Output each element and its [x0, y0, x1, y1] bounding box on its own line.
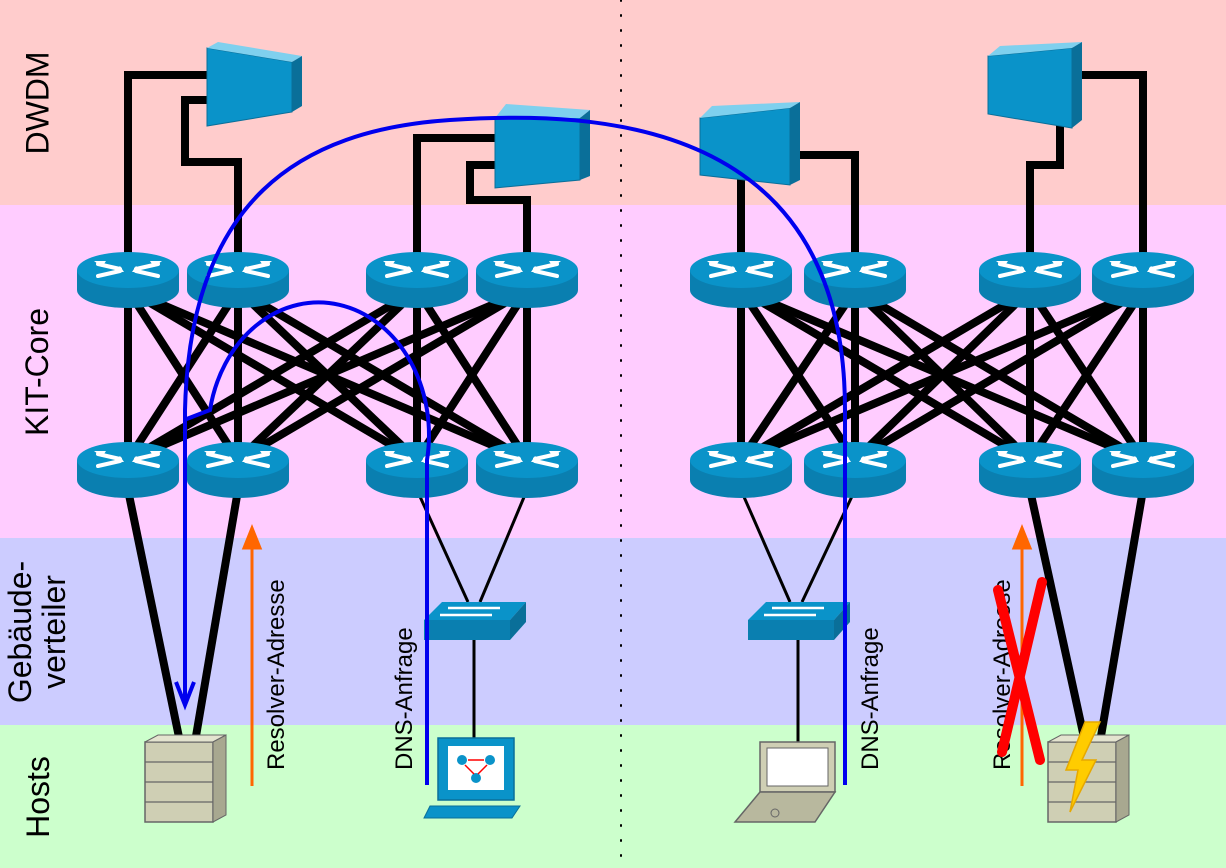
core-router-11 [364, 440, 470, 500]
dwdm-mux-4 [987, 42, 1082, 129]
resolver-arrows [241, 523, 1033, 786]
server-left [144, 734, 227, 823]
dns-request-right-label: DNS-Anfrage [857, 627, 884, 770]
core-router-13 [688, 440, 794, 500]
core-router-5 [688, 250, 794, 310]
failure-cross [993, 577, 1047, 765]
building-switch-left [424, 602, 526, 640]
core-router-8 [1090, 250, 1196, 310]
server-uplinks [124, 489, 1147, 743]
laptop [733, 741, 837, 823]
core-router-4 [474, 250, 580, 310]
dwdm-mux-3 [699, 102, 800, 186]
core-router-14 [802, 440, 908, 500]
core-router-9 [75, 440, 181, 500]
core-router-7 [977, 250, 1083, 310]
core-mesh-right [737, 286, 1147, 464]
building-switch-right [748, 602, 850, 640]
core-router-10 [185, 440, 291, 500]
core-router-16 [1090, 440, 1196, 500]
lightning-icon [1064, 721, 1102, 813]
dns-request-left-label: DNS-Anfrage [391, 627, 418, 770]
core-router-6 [802, 250, 908, 310]
dwdm-uplinks [124, 71, 1147, 262]
core-router-1 [75, 250, 181, 310]
core-router-12 [474, 440, 580, 500]
dwdm-mux-1 [206, 42, 302, 127]
dns-paths [183, 115, 847, 785]
resolver-address-left-label: Resolver-Adresse [263, 579, 290, 770]
server-right [1047, 734, 1130, 823]
core-router-3 [364, 250, 470, 310]
workstation [423, 737, 521, 819]
dns-arrowhead [174, 681, 196, 711]
dwdm-mux-2 [494, 104, 590, 189]
core-router-15 [977, 440, 1083, 500]
